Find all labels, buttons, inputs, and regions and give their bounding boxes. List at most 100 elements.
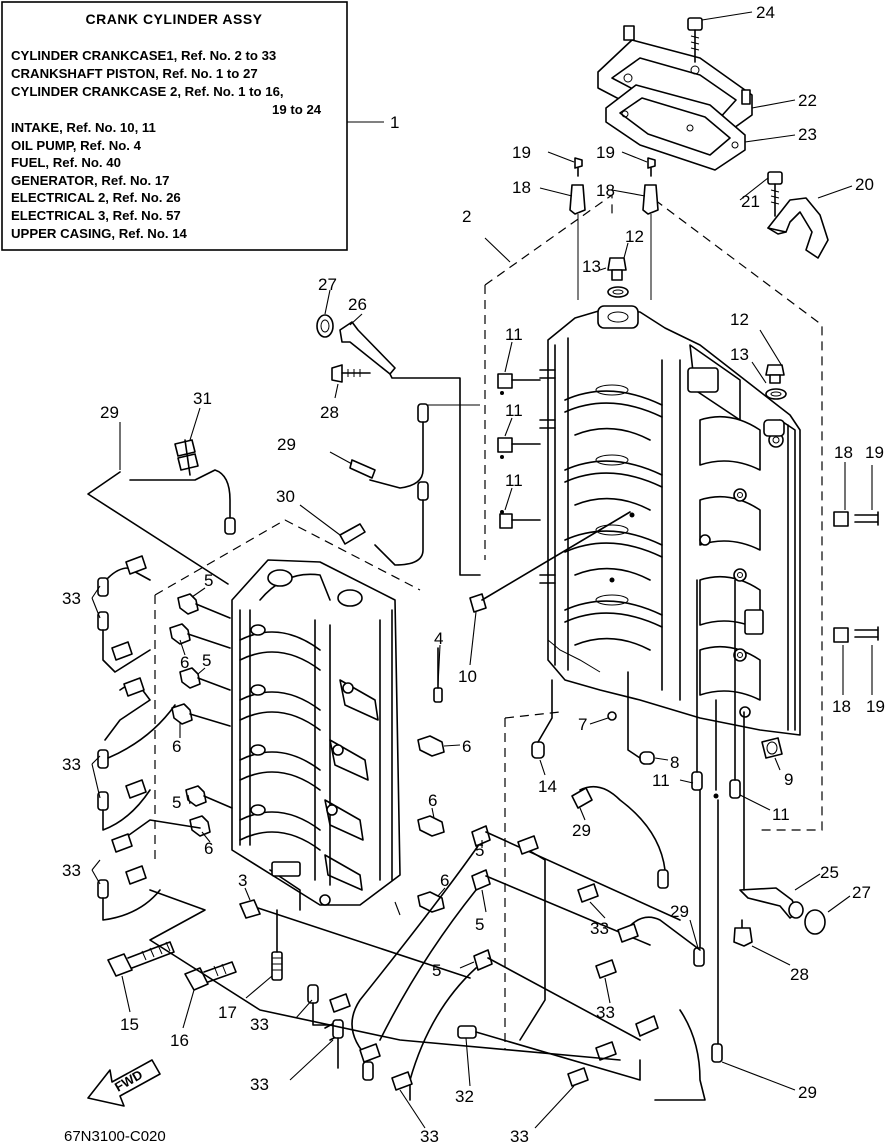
info-box-line: GENERATOR, Ref. No. 17: [11, 173, 170, 188]
callout-label: 5: [172, 793, 181, 812]
cylinder-crankcase-2: [231, 559, 401, 911]
hose-left-group: [97, 555, 621, 1061]
callout-label: 33: [250, 1075, 269, 1094]
callout-label: 33: [596, 1003, 615, 1022]
bolt-sleeve-top-group: [569, 157, 659, 300]
info-box-line: CYLINDER CRANKCASE 2, Ref. No. 1 to 16,: [11, 84, 284, 99]
callout-label: 33: [62, 589, 81, 608]
callout-label: 16: [170, 1031, 189, 1050]
callout-label: 11: [505, 401, 523, 420]
info-box-title: CRANK CYLINDER ASSY: [86, 11, 263, 27]
callout-label: 24: [756, 3, 775, 22]
exhaust-cover-group: [597, 17, 753, 171]
callout-label: 13: [582, 257, 601, 276]
cylinder-crankcase-1: [539, 305, 801, 736]
callout-label: 18: [512, 178, 531, 197]
crankcase-bolts-group: [107, 899, 471, 991]
info-box-line: INTAKE, Ref. No. 10, 11: [11, 120, 156, 135]
callout-label: 12: [625, 227, 644, 246]
callout-label: 6: [428, 791, 437, 810]
callout-label: 11: [505, 471, 523, 490]
callout-label: 17: [218, 1003, 237, 1022]
callout-label: 3: [238, 871, 247, 890]
intake-fitting-group: [497, 373, 541, 529]
callout-label: 30: [276, 487, 295, 506]
callout-label: 11: [505, 325, 523, 344]
forward-direction-arrow: FWD: [87, 1059, 161, 1107]
callout-label: 29: [798, 1083, 817, 1102]
clamp-bracket-group: [767, 171, 829, 259]
callout-label: 2: [462, 207, 471, 226]
callout-label: 33: [510, 1127, 529, 1143]
callout-label: 5: [204, 571, 213, 590]
info-box-line: FUEL, Ref. No. 40: [11, 155, 121, 170]
callout-label: 6: [440, 871, 449, 890]
callout-label: 22: [798, 91, 817, 110]
callout-numbers: 24 22 23 19 19 18 18 21 20 2 12 13 27 26…: [62, 3, 885, 1143]
callout-label: 28: [320, 403, 339, 422]
side-bolt-sleeve-group: [833, 511, 879, 643]
callout-label: 11: [772, 805, 790, 824]
pins-and-dowels-group: [531, 671, 783, 765]
callout-label: 23: [798, 125, 817, 144]
callout-label: 33: [62, 755, 81, 774]
callout-label: 33: [420, 1127, 439, 1143]
callout-label: 32: [455, 1087, 474, 1106]
callout-label: 9: [784, 770, 793, 789]
info-box-line: CYLINDER CRANKCASE1, Ref. No. 2 to 33: [11, 48, 276, 63]
callout-label: 27: [318, 275, 337, 294]
callout-label: 6: [204, 839, 213, 858]
callout-label: 19: [866, 697, 885, 716]
sensor-upper-group: [316, 314, 481, 576]
callout-label: 25: [820, 863, 839, 882]
callout-label: 5: [432, 961, 441, 980]
info-box-line: ELECTRICAL 2, Ref. No. 26: [11, 190, 181, 205]
callout-label: 7: [578, 715, 587, 734]
callout-label: 29: [670, 902, 689, 921]
callout-label: 26: [348, 295, 367, 314]
callout-label: 14: [538, 777, 557, 796]
sensor-lower-group: [733, 711, 826, 947]
callout-label: 12: [730, 310, 749, 329]
callout-label: 19: [596, 143, 615, 162]
callout-label: 5: [475, 841, 484, 860]
callout-label: 4: [434, 629, 443, 648]
callout-label: 5: [475, 915, 484, 934]
drawing-code: 67N3100-C020: [64, 1128, 166, 1143]
callout-label: 18: [596, 181, 615, 200]
oil-pump-and-intake-parts: [433, 511, 631, 703]
callout-label: 6: [172, 737, 181, 756]
callout-label: 33: [250, 1015, 269, 1034]
callout-label: 19: [865, 443, 884, 462]
info-box-line: OIL PUMP, Ref. No. 4: [11, 138, 142, 153]
callout-label: 6: [180, 653, 189, 672]
callout-label: 13: [730, 345, 749, 364]
callout-label: 27: [852, 883, 871, 902]
callout-label: 10: [458, 667, 477, 686]
nipple-fitting-mid-group: [417, 735, 445, 913]
callout-label: 15: [120, 1015, 139, 1034]
nipple-fitting-left-group: [169, 593, 233, 837]
intake-fitting-lower-group: [691, 579, 741, 799]
callout-label: 29: [277, 435, 296, 454]
callout-label: 33: [62, 861, 81, 880]
callout-label: 28: [790, 965, 809, 984]
info-box-line: UPPER CASING, Ref. No. 14: [11, 226, 188, 241]
callout-label: 33: [590, 919, 609, 938]
callout-label: 20: [855, 175, 874, 194]
callout-label: 1: [390, 113, 399, 132]
plug-washer-group: [607, 257, 787, 400]
assembly-info-box: CRANK CYLINDER ASSY CYLINDER CRANKCASE1,…: [1, 1, 399, 251]
callout-label: 18: [834, 443, 853, 462]
info-box-line: 19 to 24: [272, 102, 322, 117]
callout-label: 31: [193, 389, 212, 408]
callout-label: 18: [832, 697, 851, 716]
callout-label: 8: [670, 753, 679, 772]
hose-lower-group: [307, 785, 723, 1101]
callout-label: 5: [202, 651, 211, 670]
callout-label: 11: [652, 771, 670, 790]
info-box-line: CRANKSHAFT PISTON, Ref. No. 1 to 27: [11, 66, 258, 81]
hose-upper-group: [87, 403, 429, 585]
callout-label: 6: [462, 737, 471, 756]
